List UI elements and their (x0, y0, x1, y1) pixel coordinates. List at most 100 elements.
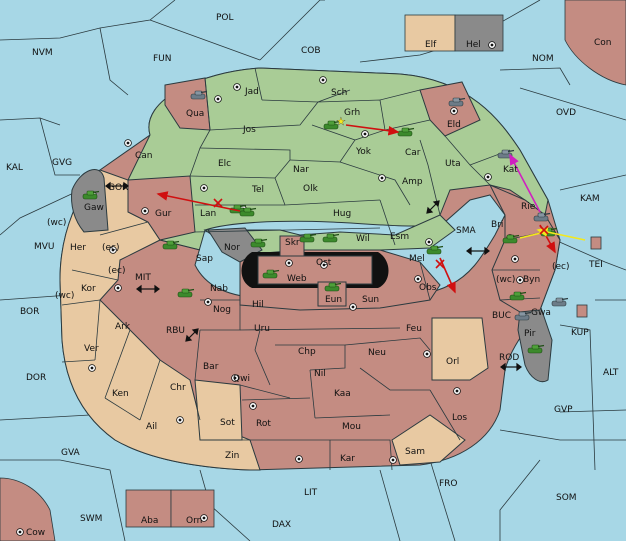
land-label: Zin (225, 451, 239, 461)
land-label: Yok (355, 147, 372, 157)
land-label: Mel (409, 254, 425, 264)
land-label: Ost (316, 258, 332, 268)
land-label: Gur (155, 209, 172, 219)
land-label: Grh (344, 108, 360, 118)
land-label: Skr (285, 238, 300, 248)
sea-label: SWM (80, 514, 102, 524)
land-borders (61, 67, 546, 471)
sea-label: GVP (554, 405, 573, 415)
land-label: Ver (84, 344, 99, 354)
land-label: Gaw (84, 203, 104, 213)
sea-label: GVG (52, 158, 72, 168)
sea-label: BUC (492, 311, 511, 321)
sea-label: OVD (556, 108, 576, 118)
land-label: Eld (447, 120, 461, 130)
land-label: Bar (203, 362, 219, 372)
land-label: Amp (402, 177, 423, 187)
land-label: Kaa (334, 389, 351, 399)
sea-label: Aba (141, 516, 158, 526)
land-label: Can (135, 151, 153, 161)
sea-label: COB (301, 46, 321, 56)
land-label: Sch (331, 88, 347, 98)
land-label: Uru (254, 324, 270, 334)
sea-label: GVA (61, 448, 81, 458)
land-label: Nog (213, 305, 231, 315)
land-label: Los (452, 413, 467, 423)
coast-labels: (wc) (ec) (ec) (wc) (wc) (ec) (47, 218, 570, 301)
land-label: Sap (196, 254, 213, 264)
coast-label: (ec) (102, 243, 120, 253)
sea-label: FRO (439, 479, 458, 489)
land-label: Tel (251, 185, 264, 195)
land-label: Lan (200, 209, 216, 219)
land-label: Rie (521, 202, 536, 212)
land-label: Sun (362, 295, 379, 305)
land-label: Byn (523, 275, 540, 285)
sea-label: ALT (603, 368, 619, 378)
land-label: Kor (81, 284, 96, 294)
main-landmass (59, 67, 561, 471)
land-label: Ark (115, 322, 131, 332)
land-label: Esm (390, 232, 409, 242)
sea-label: DOR (26, 373, 46, 383)
land-label: Pir (524, 329, 536, 339)
land-label: Jad (244, 87, 259, 97)
land-label: Qwi (233, 374, 250, 384)
coast-label: (wc) (47, 218, 66, 228)
sea-label: ROD (499, 353, 519, 363)
land-label: Her (70, 243, 86, 253)
land-label: Mou (342, 422, 361, 432)
sea-label: KAM (580, 194, 600, 204)
land-label: Feu (406, 324, 422, 334)
land-label: Kat (503, 165, 518, 175)
sea-label: RBU (166, 326, 185, 336)
land-label: Hil (252, 300, 264, 310)
sea-label: FUN (153, 54, 172, 64)
land-label: Qua (186, 109, 204, 119)
sea-label: MIT (135, 273, 151, 283)
sea-label: TEI (588, 260, 603, 270)
land-label: Obs (419, 283, 437, 293)
land-label: Uta (445, 159, 461, 169)
double-arrow-icons (105, 181, 522, 372)
land-label: Hug (333, 209, 351, 219)
land-label: Eun (325, 295, 342, 305)
coast-label: (wc) (55, 291, 74, 301)
land-label: Jos (242, 125, 256, 135)
sea-label: SOM (556, 493, 577, 503)
land-label: Sam (405, 447, 425, 457)
land-label: Ken (112, 389, 129, 399)
sea-label: Cow (26, 528, 45, 538)
land-label: Gwa (531, 308, 551, 318)
coast-label: (wc) (496, 275, 515, 285)
land-label: Chr (170, 383, 186, 393)
land-label: Rot (256, 419, 271, 429)
sea-label: NVM (32, 48, 53, 58)
sea-label: BOR (20, 307, 39, 317)
sea-label: Hel (466, 40, 481, 50)
sea-label: DAX (272, 520, 291, 530)
sea-label: MVU (34, 242, 55, 252)
sea-label: LIT (304, 488, 318, 498)
land-label: Nor (224, 243, 240, 253)
star-icon: ★ (336, 115, 346, 128)
sea-label: Orn (186, 516, 202, 526)
coast-label: (ec) (108, 266, 126, 276)
sea-label: Elf (425, 40, 437, 50)
land-label: Orl (446, 357, 459, 367)
land-label: Nar (293, 165, 309, 175)
orders: ★ (156, 115, 586, 294)
sea-label: NOM (532, 54, 554, 64)
sea-labels: POL NVM FUN COB NOM Con OVD KAL GVG GOR … (6, 13, 619, 538)
land-label: Kar (340, 454, 355, 464)
sea-label: KAL (6, 163, 23, 173)
sea-label: Con (594, 38, 612, 48)
land-label: Chp (298, 347, 316, 357)
land-label: Web (287, 274, 307, 284)
sea-label: POL (216, 13, 234, 23)
land-label: Olk (303, 184, 319, 194)
land-label: Sot (220, 418, 235, 428)
